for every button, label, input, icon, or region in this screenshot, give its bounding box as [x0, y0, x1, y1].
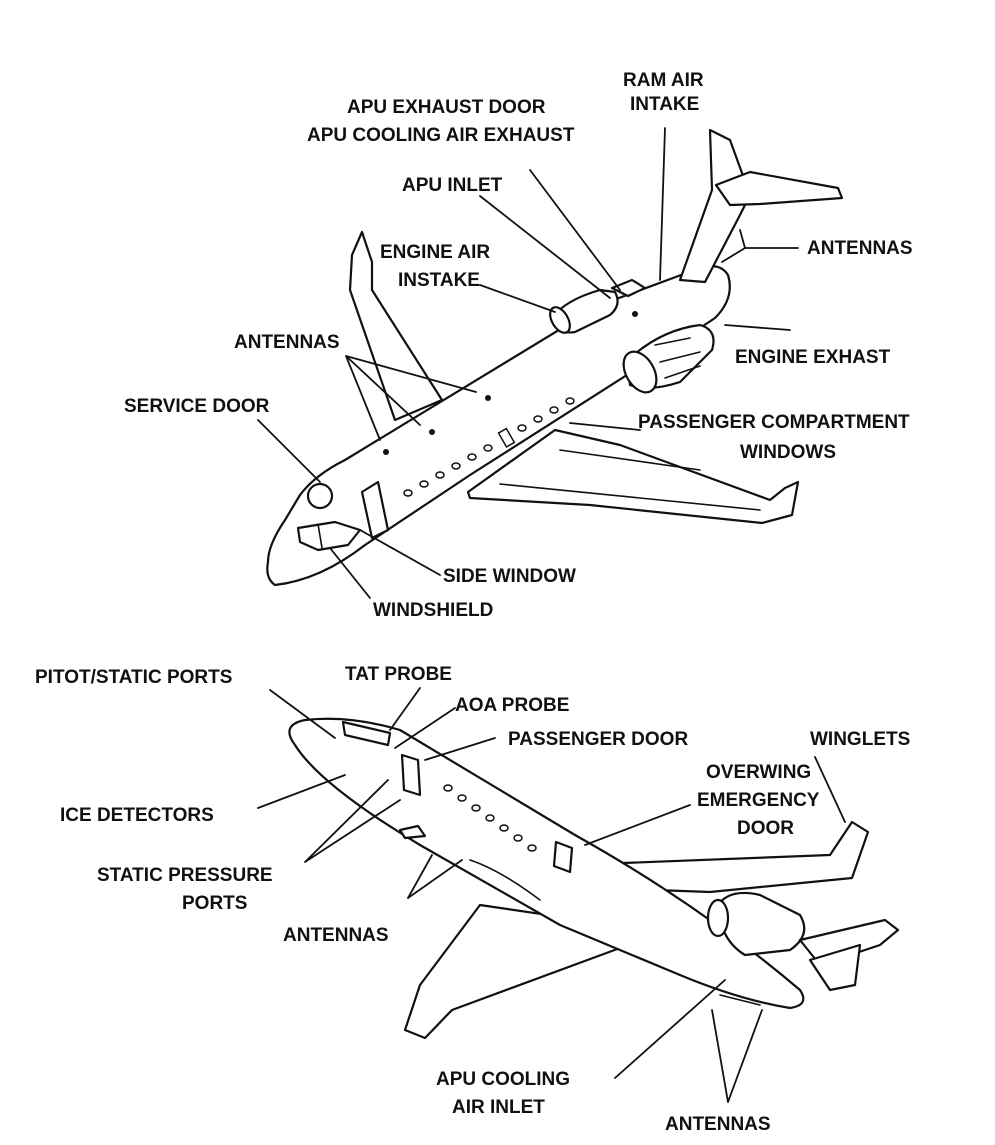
top-horizontal-stabilizer: [716, 172, 842, 205]
overwing-label-2: EMERGENCY: [697, 790, 820, 811]
passenger-windows-label-2: WINDOWS: [740, 442, 836, 463]
antennas-top-label: ANTENNAS: [234, 332, 340, 353]
antennas-belly-label: ANTENNAS: [283, 925, 389, 946]
apu-cooling-inlet-label-2: AIR INLET: [452, 1097, 545, 1118]
overwing-label-3: DOOR: [737, 818, 794, 839]
bottom-view-labels: PITOT/STATIC PORTS TAT PROBE AOA PROBE P…: [35, 664, 910, 1135]
static-pressure-ports-label-2: PORTS: [182, 893, 247, 914]
apu-exhaust-door-label: APU EXHAUST DOOR: [347, 97, 546, 118]
ram-air-intake-label: RAM AIR: [623, 70, 704, 91]
overwing-label: OVERWING: [706, 762, 811, 783]
pitot-static-ports-label: PITOT/STATIC PORTS: [35, 667, 232, 688]
service-door-label: SERVICE DOOR: [124, 396, 270, 417]
apu-inlet-label: APU INLET: [402, 175, 503, 196]
windshield-label: WINDSHIELD: [373, 600, 493, 621]
tat-probe-label: TAT PROBE: [345, 664, 452, 685]
antennas-bottom-label: ANTENNAS: [665, 1114, 771, 1135]
winglets-label: WINGLETS: [810, 729, 910, 750]
side-window-label: SIDE WINDOW: [443, 566, 576, 587]
aoa-probe-label: AOA PROBE: [455, 695, 569, 716]
engine-air-intake-label: ENGINE AIR: [380, 242, 490, 263]
antennas-tail-label: ANTENNAS: [807, 238, 913, 259]
passenger-door-label: PASSENGER DOOR: [508, 729, 688, 750]
apu-cooling-inlet-label: APU COOLING: [436, 1069, 570, 1090]
top-vertical-tail: [680, 130, 750, 282]
passenger-windows-label: PASSENGER COMPARTMENT: [638, 412, 910, 433]
top-view-labels: RAM AIR INTAKE APU EXHAUST DOOR APU COOL…: [124, 70, 913, 621]
engine-exhast-label: ENGINE EXHAST: [735, 347, 891, 368]
ice-detectors-label: ICE DETECTORS: [60, 805, 214, 826]
ram-air-intake-label-2: INTAKE: [630, 94, 699, 115]
apu-cooling-air-exhaust-label: APU COOLING AIR EXHAUST: [307, 125, 575, 146]
engine-air-intake-label-2: INSTAKE: [398, 270, 480, 291]
static-pressure-ports-label: STATIC PRESSURE: [97, 865, 273, 886]
